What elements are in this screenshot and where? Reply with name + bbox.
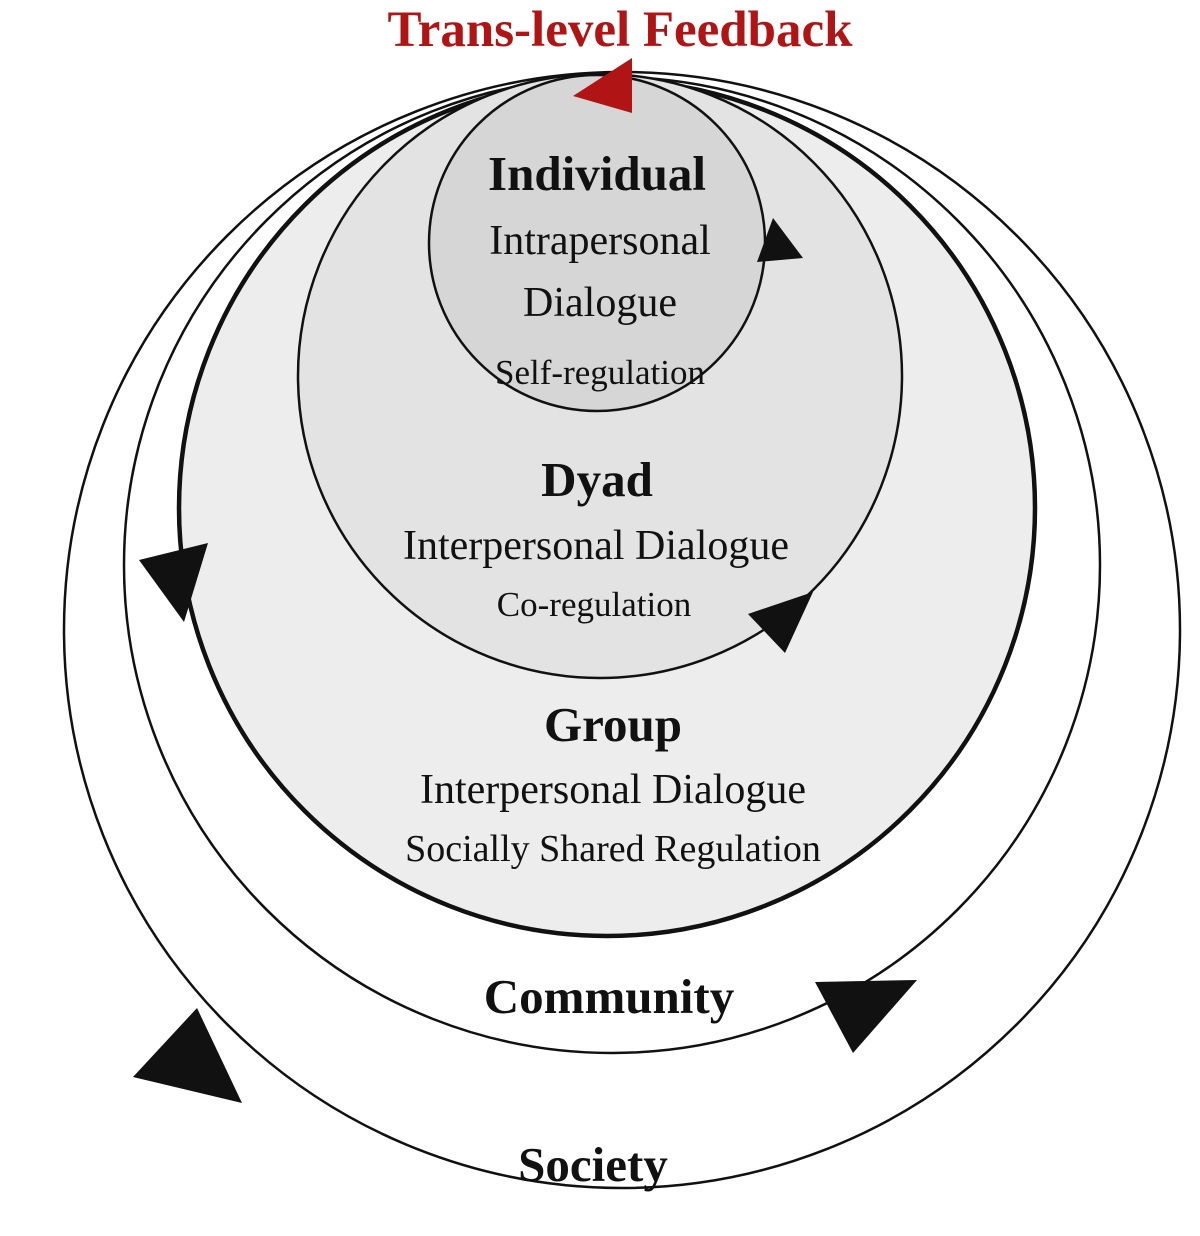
individual-line-3: Self-regulation (495, 353, 705, 392)
individual-level-name: Individual (488, 146, 706, 201)
dyad-level-name: Dyad (541, 452, 653, 507)
community-cycle-arrow (815, 980, 917, 1053)
group-cycle-arrow (139, 543, 208, 622)
group-level-name: Group (544, 697, 682, 752)
individual-line-1: Intrapersonal (489, 218, 711, 264)
trans-level-feedback-arrow (573, 58, 632, 113)
individual-line-2: Dialogue (523, 280, 677, 326)
dyad-cycle-arrow (748, 592, 813, 653)
diagram-title: Trans-level Feedback (387, 2, 853, 58)
dyad-line-2: Co-regulation (496, 585, 692, 624)
society-cycle-arrow (133, 1008, 242, 1103)
community-level-name: Community (483, 969, 735, 1024)
individual-cycle-arrow (757, 218, 803, 262)
group-line-1: Interpersonal Dialogue (419, 767, 807, 813)
society-level-name: Society (518, 1137, 668, 1192)
dyad-line-1: Interpersonal Dialogue (402, 523, 790, 569)
group-line-2: Socially Shared Regulation (405, 828, 821, 870)
